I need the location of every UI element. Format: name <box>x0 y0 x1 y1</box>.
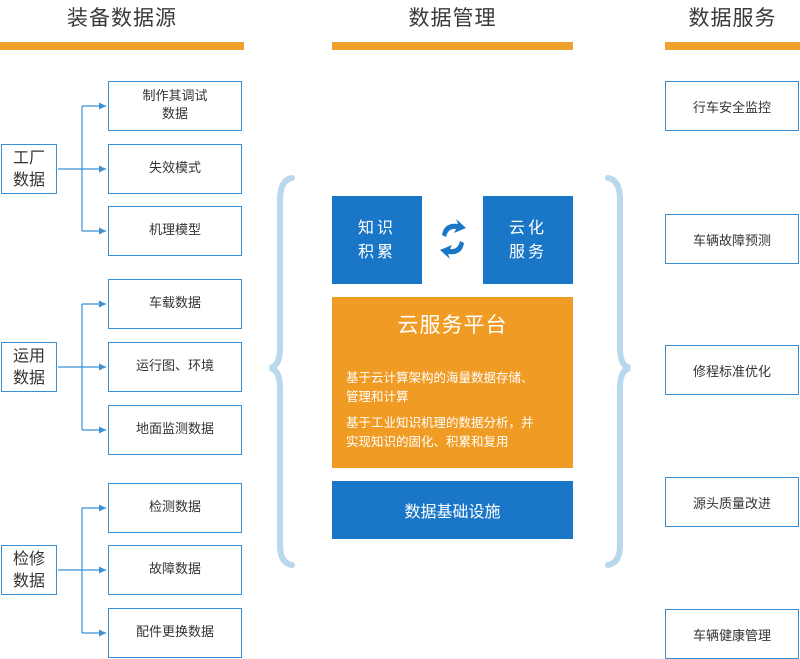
source-item: 故障数据 <box>108 545 242 595</box>
platform-desc-analysis: 基于工业知识机理的数据分析，并 实现知识的固化、积累和复用 <box>346 415 534 449</box>
left-brace <box>269 175 295 568</box>
source-item: 检测数据 <box>108 483 242 533</box>
header-bar-services <box>665 42 800 50</box>
knowledge-accumulation-box: 知识 积累 <box>332 196 422 284</box>
platform-title: 云服务平台 <box>397 313 508 337</box>
source-item: 运行图、环境 <box>108 342 242 392</box>
service-item: 修程标准优化 <box>665 345 799 395</box>
source-item: 配件更换数据 <box>108 608 242 658</box>
source-item: 地面监测数据 <box>108 405 242 455</box>
group-operation-data: 运用 数据 <box>1 342 57 392</box>
right-brace <box>605 175 631 568</box>
column-title-sources: 装备数据源 <box>67 6 177 30</box>
platform-desc-storage: 基于云计算架构的海量数据存储、 管理和计算 <box>346 370 534 404</box>
service-item: 行车安全监控 <box>665 81 799 131</box>
group-maintenance-data: 检修 数据 <box>1 545 57 595</box>
service-item: 车辆故障预测 <box>665 214 799 264</box>
cloud-service-box: 云化 服务 <box>483 196 573 284</box>
column-title-management: 数据管理 <box>408 6 497 30</box>
column-title-services: 数据服务 <box>688 6 777 30</box>
group-factory-data: 工厂 数据 <box>1 144 57 194</box>
source-item: 车载数据 <box>108 279 242 329</box>
service-item: 车辆健康管理 <box>665 609 799 659</box>
sync-icon <box>440 219 466 259</box>
cloud-platform-box: 云服务平台 基于云计算架构的海量数据存储、 管理和计算 基于工业知识机理的数据分… <box>332 297 573 468</box>
service-item: 源头质量改进 <box>665 477 799 527</box>
header-bar-management <box>332 42 573 50</box>
source-item: 机理模型 <box>108 206 242 256</box>
source-item: 失效模式 <box>108 144 242 194</box>
source-item: 制作其调试 数据 <box>108 81 242 131</box>
data-infrastructure-box: 数据基础设施 <box>332 481 573 539</box>
header-bar-sources <box>0 42 244 50</box>
